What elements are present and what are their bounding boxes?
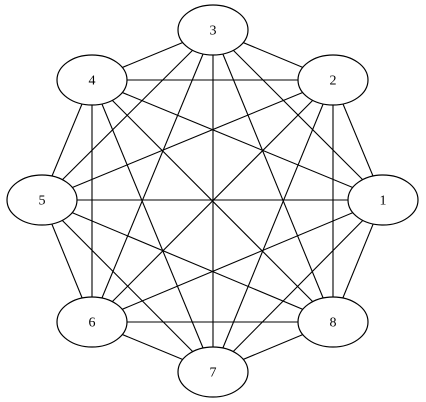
edge-5-7 bbox=[41, 199, 214, 373]
node-ellipse bbox=[56, 54, 128, 106]
node-ellipse bbox=[177, 4, 249, 56]
node-6: 6 bbox=[56, 296, 128, 348]
node-label: 3 bbox=[210, 24, 217, 39]
node-ellipse bbox=[6, 174, 78, 226]
node-ellipse bbox=[56, 296, 128, 348]
edge-2-5 bbox=[41, 79, 334, 201]
edge-3-6 bbox=[91, 29, 214, 323]
edge-3-8 bbox=[212, 29, 334, 323]
edge-4-8 bbox=[91, 79, 334, 323]
node-3: 3 bbox=[177, 4, 249, 56]
edge-2-7 bbox=[212, 79, 334, 373]
node-label: 6 bbox=[89, 316, 96, 331]
node-label: 4 bbox=[89, 74, 96, 89]
node-5: 5 bbox=[6, 174, 78, 226]
node-4: 4 bbox=[56, 54, 128, 106]
node-label: 5 bbox=[39, 194, 46, 209]
node-8: 8 bbox=[297, 296, 369, 348]
node-7: 7 bbox=[177, 346, 249, 398]
node-1: 1 bbox=[347, 174, 419, 226]
node-ellipse bbox=[347, 174, 419, 226]
node-2: 2 bbox=[297, 54, 369, 106]
node-ellipse bbox=[177, 346, 249, 398]
node-label: 8 bbox=[330, 316, 337, 331]
edge-1-6 bbox=[91, 199, 384, 323]
node-ellipse bbox=[297, 296, 369, 348]
edge-5-8 bbox=[41, 199, 334, 323]
edge-1-4 bbox=[91, 79, 384, 201]
node-label: 7 bbox=[210, 366, 217, 381]
edge-1-7 bbox=[212, 199, 384, 373]
node-label: 2 bbox=[330, 74, 337, 89]
edge-4-7 bbox=[91, 79, 214, 373]
node-ellipse bbox=[297, 54, 369, 106]
node-layer: 1 2 3 4 5 6 7 8 bbox=[6, 4, 419, 398]
node-label: 1 bbox=[380, 194, 387, 209]
